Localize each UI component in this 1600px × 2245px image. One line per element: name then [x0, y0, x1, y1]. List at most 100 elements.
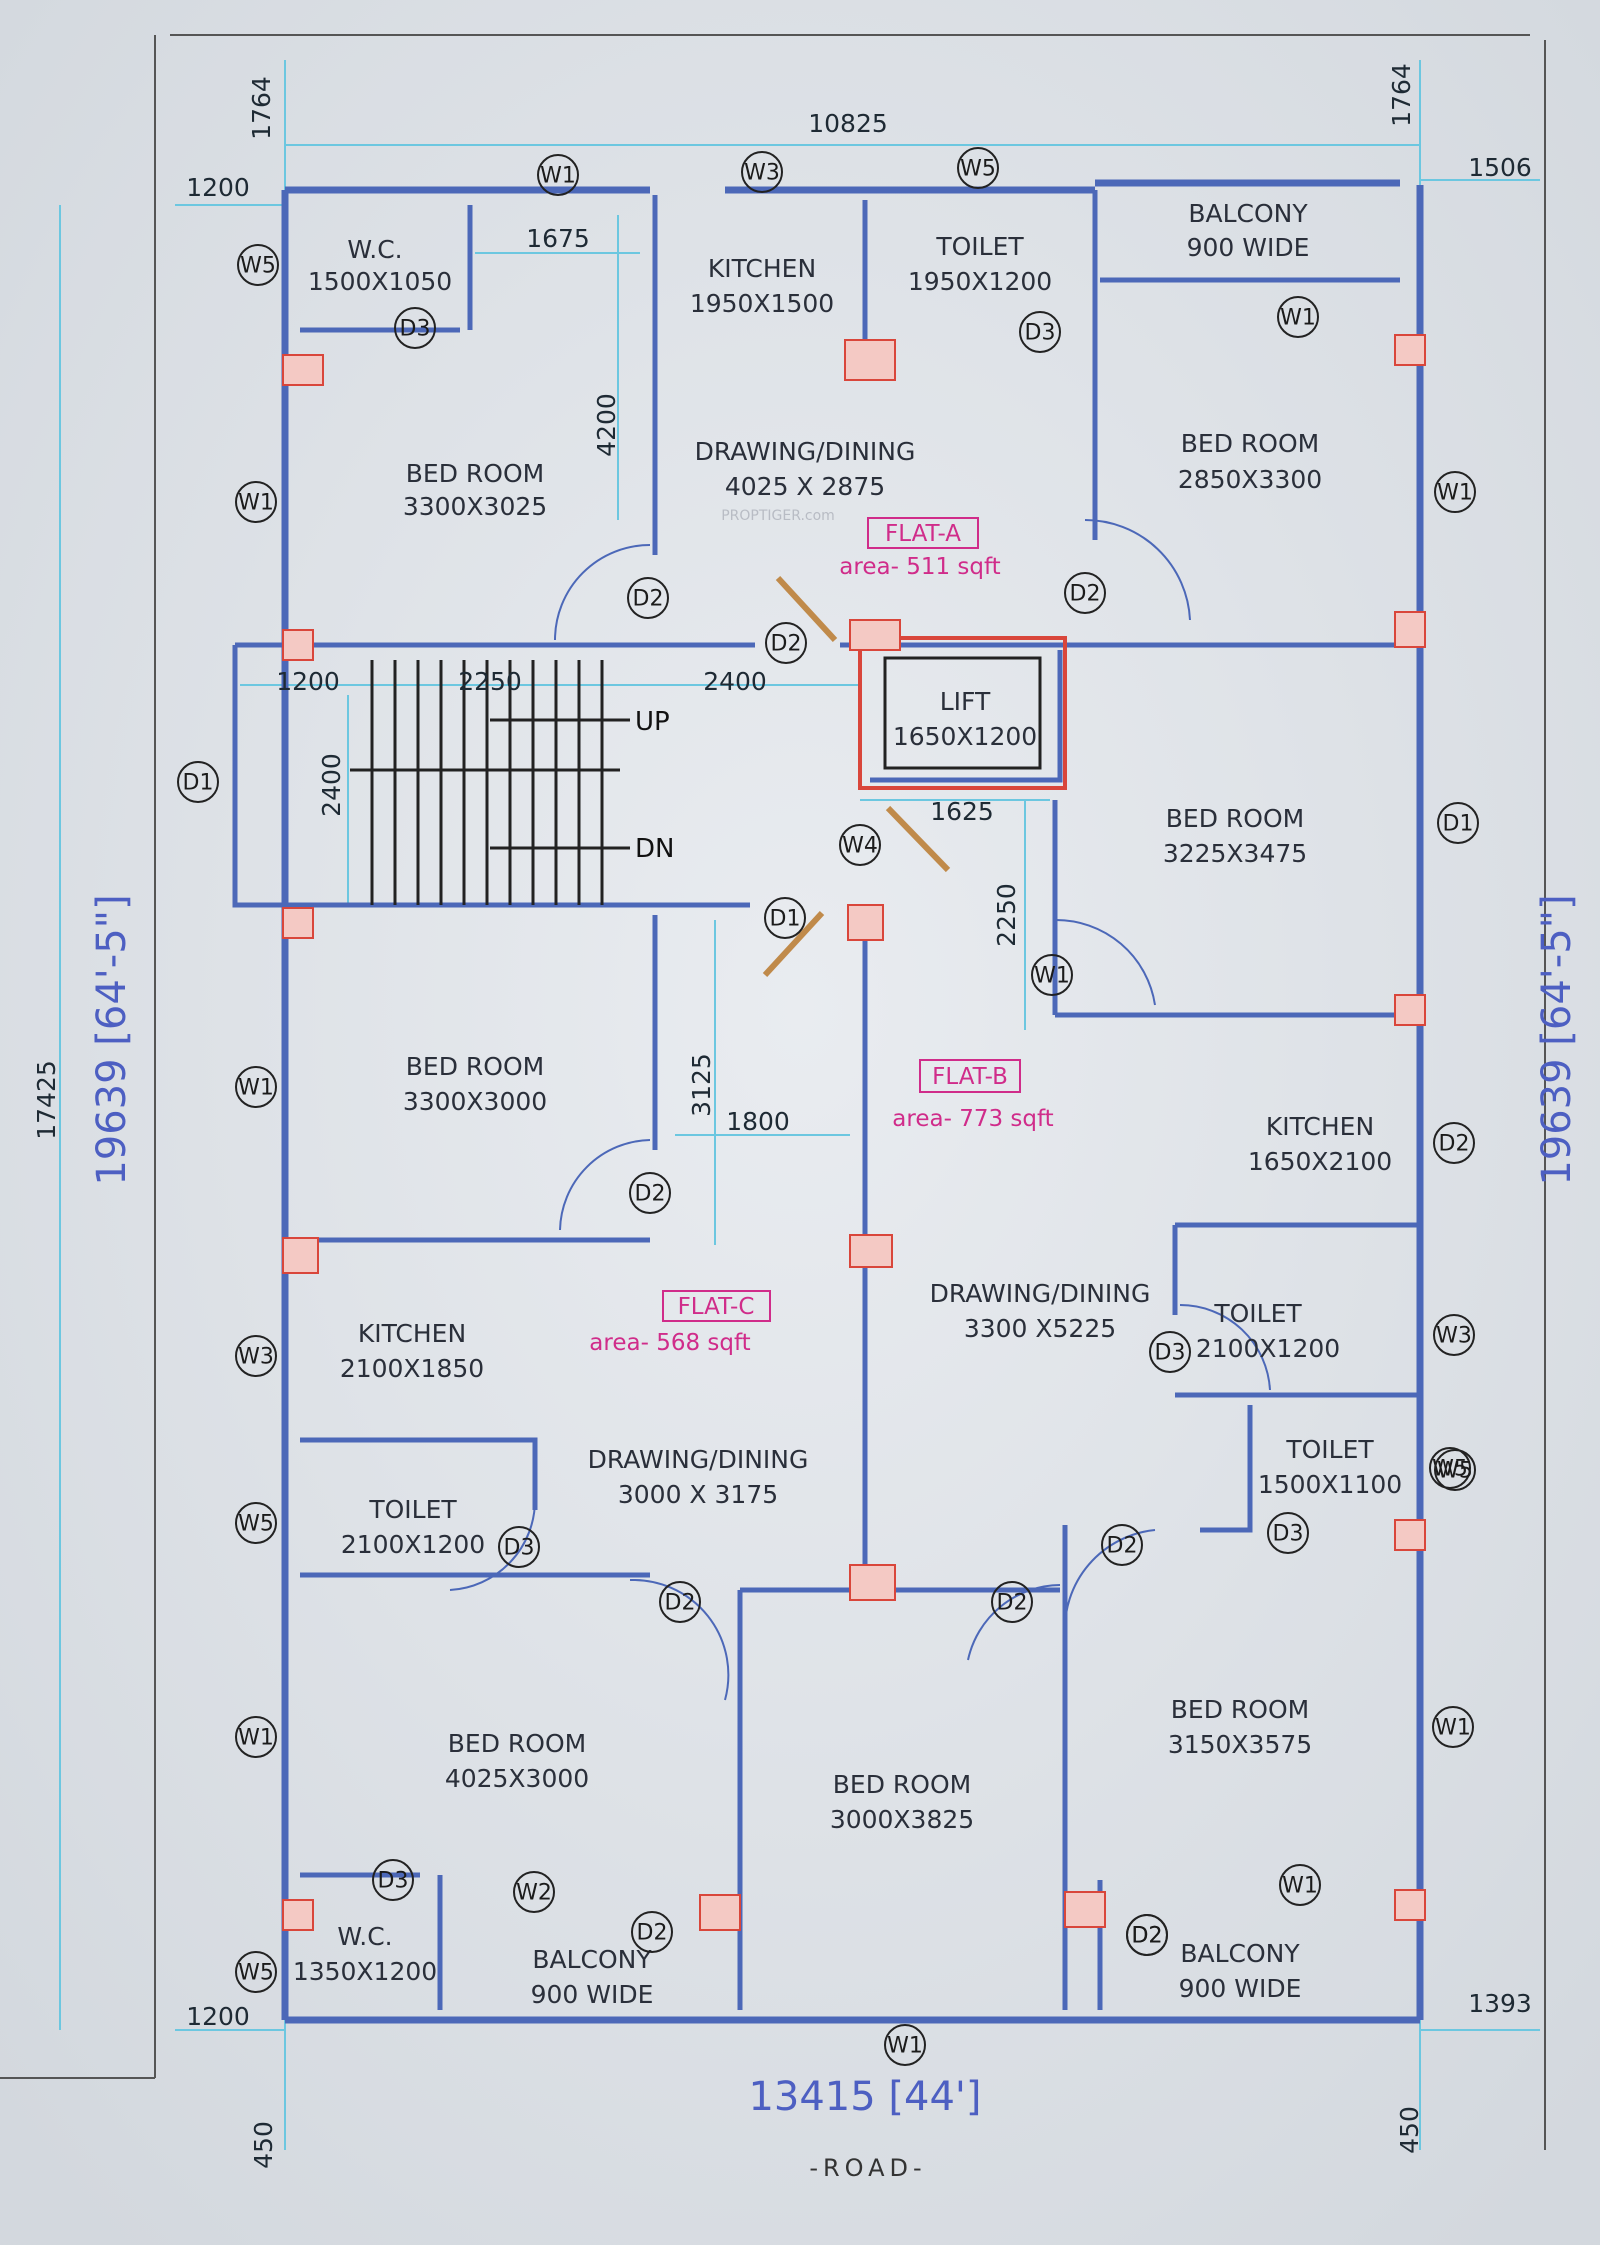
page-frame	[0, 34, 1546, 2150]
tag-label: D2	[633, 587, 664, 612]
door-window-tag: D3	[372, 1859, 414, 1901]
tag-label: W1	[238, 1726, 274, 1751]
tag-circle	[1279, 1864, 1321, 1906]
tag-circle	[741, 151, 783, 193]
door-window-tag: D2	[629, 1172, 671, 1214]
room-name: W.C.	[337, 1922, 392, 1951]
tag-label: W1	[238, 1076, 274, 1101]
flat-a-label: FLAT-A area- 511 sqft	[839, 517, 1001, 580]
room-name: TOILET	[1213, 1299, 1302, 1328]
left-imperial-height: 19639 [64'-5"]	[89, 894, 135, 1185]
dim-2400-lobby: 2400	[703, 667, 767, 696]
tag-circle	[235, 1335, 277, 1377]
room-size: 2100X1200	[1196, 1334, 1340, 1363]
dim-1200-bottom: 1200	[186, 2002, 250, 2031]
door-window-tag: W5	[235, 1951, 277, 1993]
tag-circle	[659, 1581, 701, 1623]
tag-circle	[1432, 1706, 1474, 1748]
room-name: TOILET	[935, 232, 1024, 261]
room-size: 4025 X 2875	[725, 472, 885, 501]
room-size: 1500X1050	[308, 267, 452, 296]
room-size: 3300X3000	[403, 1087, 547, 1116]
door-window-tag: W4	[839, 824, 881, 866]
tag-label: D1	[770, 907, 801, 932]
bottom-width-dimension: 13415 [44']	[748, 2074, 981, 2120]
dim-4200: 4200	[592, 393, 621, 457]
dim-1675: 1675	[526, 224, 590, 253]
tag-circle	[237, 244, 279, 286]
room-name: TOILET	[1285, 1435, 1374, 1464]
door-window-tag: D2	[1101, 1524, 1143, 1566]
room-name: KITCHEN	[1266, 1112, 1374, 1141]
room-name: KITCHEN	[708, 254, 816, 283]
tag-circle	[765, 622, 807, 664]
flat-area: area- 773 sqft	[892, 1106, 1053, 1132]
right-imperial-height: 19639 [64'-5"]	[1534, 894, 1580, 1185]
tag-label: W3	[744, 161, 780, 186]
dim-1625: 1625	[930, 797, 994, 826]
tag-circle	[235, 481, 277, 523]
flat-area: area- 568 sqft	[589, 1330, 750, 1356]
tag-circle	[177, 761, 219, 803]
tag-label: W1	[1280, 306, 1316, 331]
room-name: BED ROOM	[833, 1770, 971, 1799]
tag-circle	[235, 1066, 277, 1108]
tag-circle	[372, 1859, 414, 1901]
tag-label: D3	[1273, 1522, 1304, 1547]
door-window-tag: D1	[1437, 802, 1479, 844]
room-name: BED ROOM	[1171, 1695, 1309, 1724]
tag-circle	[1434, 471, 1476, 513]
room-name: BALCONY	[1188, 199, 1308, 228]
room-labels: W.C. 1500X1050 KITCHEN 1950X1500 TOILET …	[293, 199, 1402, 2009]
dim-1506: 1506	[1468, 153, 1532, 182]
room-name: DRAWING/DINING	[930, 1279, 1151, 1308]
door-window-tag: W1	[1434, 471, 1476, 513]
staircase	[350, 660, 630, 905]
tag-circle	[235, 1951, 277, 1993]
dim-1764-left: 1764	[247, 76, 276, 140]
road-label: -ROAD-	[809, 2154, 926, 2182]
tag-label: D3	[1155, 1341, 1186, 1366]
tag-label: D2	[771, 632, 802, 657]
room-name: BED ROOM	[406, 459, 544, 488]
room-size: 3000X3825	[830, 1805, 974, 1834]
tag-circle	[1433, 1122, 1475, 1164]
tag-label: W5	[238, 1512, 274, 1537]
tag-label: W5	[960, 157, 996, 182]
watermark: PROPTIGER.com	[721, 508, 835, 524]
tag-circle	[629, 1172, 671, 1214]
door-window-tag: D3	[1019, 311, 1061, 353]
room-size: 3000 X 3175	[618, 1480, 778, 1509]
tag-label: D2	[665, 1591, 696, 1616]
tag-label: D2	[1132, 1924, 1163, 1949]
room-size: 3150X3575	[1168, 1730, 1312, 1759]
dim-2250-lobby: 2250	[458, 667, 522, 696]
tag-label: D2	[1439, 1132, 1470, 1157]
room-name: TOILET	[368, 1495, 457, 1524]
dim-450-right: 450	[1395, 2106, 1424, 2154]
door-window-tag: D3	[1149, 1331, 1191, 1373]
room-size: 1950X1200	[908, 267, 1052, 296]
tag-circle	[1031, 954, 1073, 996]
dim-3125: 3125	[687, 1053, 716, 1117]
tag-circle	[498, 1526, 540, 1568]
door-window-tag: D2	[1064, 572, 1106, 614]
tag-label: W2	[516, 1881, 552, 1906]
room-name: BED ROOM	[1181, 429, 1319, 458]
tag-circle	[1437, 802, 1479, 844]
room-name: KITCHEN	[358, 1319, 466, 1348]
door-window-tag: D2	[991, 1581, 1033, 1623]
tag-label: W5	[238, 1961, 274, 1986]
room-size: 2100X1850	[340, 1354, 484, 1383]
door-window-tag: W1	[1277, 296, 1319, 338]
tag-circle	[1433, 1314, 1475, 1356]
tag-label: W1	[1282, 1874, 1318, 1899]
tag-circle	[991, 1581, 1033, 1623]
door-window-tag: W5	[957, 147, 999, 189]
tag-label: D2	[997, 1591, 1028, 1616]
tag-label: W1	[1435, 1716, 1471, 1741]
room-size: 900 WIDE	[531, 1980, 654, 2009]
tag-circle	[1277, 296, 1319, 338]
dim-2250-lift: 2250	[992, 883, 1021, 947]
